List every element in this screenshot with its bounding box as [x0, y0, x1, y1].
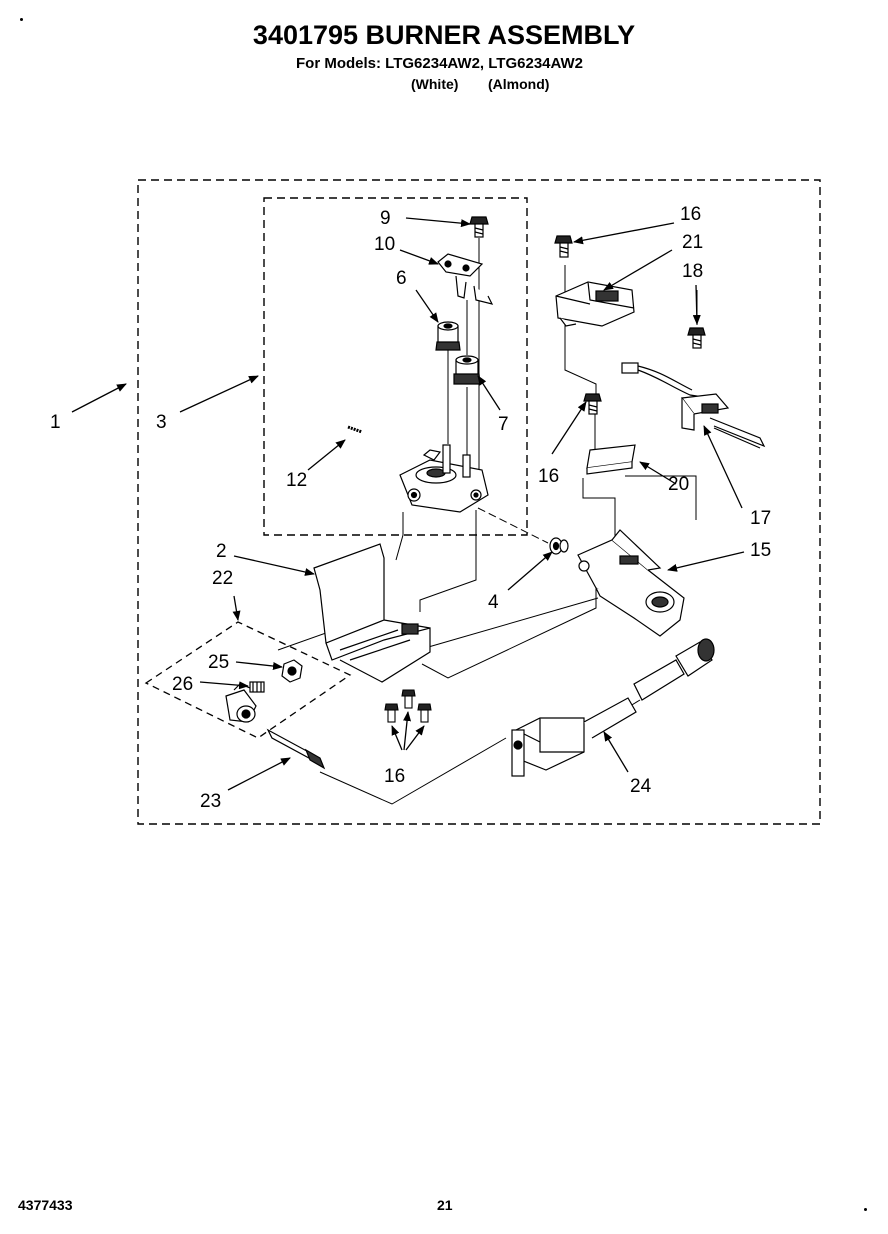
variant-almond-label: (Almond)	[488, 76, 550, 92]
callout-10: 10	[374, 234, 395, 255]
document-number: 4377433	[18, 1197, 73, 1213]
callout-17: 17	[750, 508, 771, 529]
callout-6: 6	[396, 268, 407, 289]
callout-2: 2	[216, 541, 227, 562]
gas-valve	[399, 444, 489, 513]
tube-23	[266, 728, 326, 770]
callout-1: 1	[50, 412, 61, 433]
callout-16-mid: 16	[538, 466, 559, 487]
model-list: For Models: LTG6234AW2, LTG6234AW2	[296, 55, 584, 72]
callout-23: 23	[200, 791, 221, 812]
callout-16-bottom: 16	[384, 766, 405, 787]
bracket-10	[437, 253, 494, 305]
callout-25: 25	[208, 652, 229, 673]
callout-22: 22	[212, 568, 233, 589]
orifice-kit-boundary	[144, 621, 352, 739]
valve-subassembly-boundary	[263, 197, 528, 536]
callout-21: 21	[682, 232, 703, 253]
callout-18: 18	[682, 261, 703, 282]
callout-9: 9	[380, 208, 391, 229]
burner-15	[577, 529, 685, 637]
callout-4: 4	[488, 592, 499, 613]
callout-3: 3	[156, 412, 167, 433]
valve-bracket-2	[313, 543, 431, 683]
callout-24: 24	[630, 776, 652, 797]
corner-mark	[864, 1208, 867, 1211]
corner-mark	[20, 18, 23, 21]
screw-9	[469, 216, 489, 238]
screws-16-bottom	[384, 689, 432, 723]
callout-7: 7	[498, 414, 509, 435]
callout-20: 20	[668, 474, 689, 495]
callout-15: 15	[750, 540, 771, 561]
shield-20	[586, 444, 636, 475]
nut-25	[281, 659, 303, 683]
callout-12: 12	[286, 470, 307, 491]
igniter-bracket-21	[555, 281, 635, 327]
solenoid-coil-6	[435, 321, 461, 351]
igniter-17	[621, 362, 766, 449]
washer-4	[549, 537, 569, 555]
screw-16-top	[554, 235, 573, 258]
callout-16-top: 16	[680, 204, 701, 225]
assembly-boundary	[137, 179, 821, 825]
variant-white-label: (White)	[411, 76, 459, 92]
screw-18	[687, 327, 706, 349]
page-title: 3401795 BURNER ASSEMBLY	[252, 20, 636, 50]
pin-12	[347, 425, 363, 434]
page-number: 21	[437, 1197, 453, 1213]
screw-16-mid	[583, 393, 602, 415]
solenoid-coil-7	[453, 355, 481, 385]
inlet-valve-24	[511, 638, 715, 777]
callout-26: 26	[172, 674, 193, 695]
orifice-26	[249, 681, 265, 693]
